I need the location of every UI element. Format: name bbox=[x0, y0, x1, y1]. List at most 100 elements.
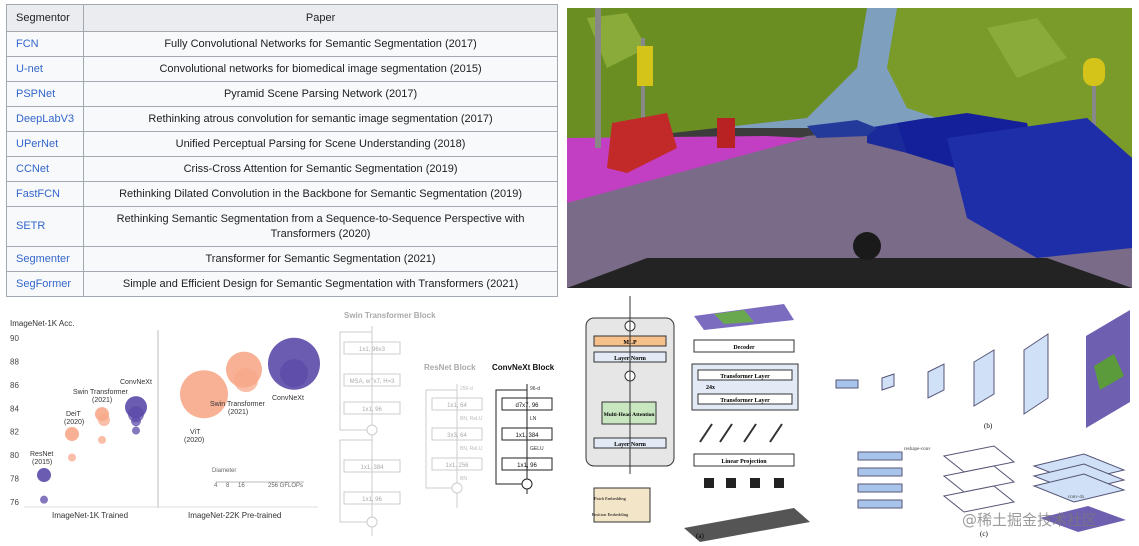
y-tick-label: 76 bbox=[10, 498, 19, 507]
feature-block bbox=[857, 499, 903, 509]
watermark: @稀土掘金技术社区 bbox=[962, 511, 1098, 529]
caption-c: (c) bbox=[980, 530, 988, 538]
decoder-variants-diagram: (b) reshape-conv conv-4x (c) bbox=[835, 310, 1130, 538]
y-tick-label: 86 bbox=[10, 381, 19, 390]
segmentor-link[interactable]: DeepLabV3 bbox=[5, 106, 85, 132]
decoder-box bbox=[693, 339, 795, 353]
transformer-layer-box bbox=[697, 393, 793, 405]
label-vit: ViT(2020) bbox=[184, 429, 204, 444]
y-tick-label: 90 bbox=[10, 334, 19, 343]
street-scene-drawing bbox=[567, 8, 1132, 288]
reshape-conv-label: reshape-conv bbox=[904, 447, 931, 452]
bubble-point bbox=[234, 368, 258, 393]
position-embedding-label: Position Embedding bbox=[592, 512, 629, 517]
diameter-value: 16 bbox=[238, 483, 245, 489]
bubble-point bbox=[40, 495, 48, 504]
feature-block bbox=[857, 451, 903, 461]
segmentor-link[interactable]: SETR bbox=[5, 206, 85, 247]
header-paper: Paper bbox=[83, 4, 558, 32]
paper-title: Pyramid Scene Parsing Network (2017) bbox=[83, 81, 558, 107]
bubble-marks bbox=[37, 337, 320, 504]
segmentor-link[interactable]: FCN bbox=[5, 31, 85, 57]
y-tick-label: 78 bbox=[10, 475, 19, 484]
resnet-dim-label: 256-d bbox=[460, 386, 473, 392]
convnext-act-label: GELU bbox=[530, 446, 544, 452]
label-swin-22k: Swin Transformer(2021) bbox=[210, 401, 266, 416]
paper-title: Unified Perceptual Parsing for Scene Und… bbox=[83, 131, 558, 157]
paper-title: Convolutional networks for biomedical im… bbox=[83, 56, 558, 82]
bubble-point bbox=[180, 370, 228, 419]
group-label-22k: ImageNet-22K Pre-trained bbox=[188, 511, 281, 520]
bubble-point bbox=[68, 453, 76, 462]
feature-block bbox=[857, 467, 903, 477]
segmentor-link[interactable]: SegFormer bbox=[5, 271, 85, 297]
bubble-point bbox=[280, 359, 308, 388]
diameter-value: 4 bbox=[214, 483, 218, 489]
y-tick-label: 88 bbox=[10, 357, 19, 366]
paper-title: Transformer for Semantic Segmentation (2… bbox=[83, 246, 558, 272]
segmentor-link[interactable]: UPerNet bbox=[5, 131, 85, 157]
segmentor-link[interactable]: Segmenter bbox=[5, 246, 85, 272]
convnext-dim-label: 96-d bbox=[530, 386, 540, 392]
transformer-layer-box bbox=[697, 369, 793, 381]
paper-title: Rethinking Dilated Convolution in the Ba… bbox=[83, 181, 558, 207]
label-deit: DeiT(2020) bbox=[64, 411, 84, 426]
bubble-point bbox=[128, 406, 144, 423]
block-comparison-diagram: Swin Transformer Block ResNet Block Conv… bbox=[339, 311, 555, 536]
street-segmentation-image bbox=[567, 8, 1132, 288]
paper-title: Rethinking atrous convolution for semant… bbox=[83, 106, 558, 132]
paper-title: Fully Convolutional Networks for Semanti… bbox=[83, 31, 558, 57]
multi-head-attention-box bbox=[601, 401, 657, 425]
bubble-point bbox=[131, 416, 141, 427]
linear-projection-box bbox=[693, 453, 795, 467]
label-swin-1k: Swin Transformer(2021) bbox=[73, 389, 129, 404]
segmentor-link[interactable]: PSPNet bbox=[5, 81, 85, 107]
paper-title: Rethinking Semantic Segmentation from a … bbox=[83, 206, 558, 247]
convnext-norm-label: LN bbox=[530, 416, 537, 422]
resnet-norm-label: BN bbox=[460, 476, 467, 482]
bubble-point bbox=[132, 426, 140, 435]
label-convnext-22k: ConvNeXt bbox=[272, 395, 304, 402]
repeat-count-label: 24x bbox=[706, 385, 715, 391]
transformer-layer-label: Transformer Layer bbox=[720, 374, 770, 380]
bubble-point bbox=[65, 427, 79, 442]
y-tick-label: 84 bbox=[10, 404, 19, 413]
label-resnet: ResNet(2015) bbox=[30, 451, 53, 466]
bubble-point bbox=[37, 468, 51, 483]
label-convnext-1k: ConvNeXt bbox=[120, 379, 152, 386]
setr-architecture-diagram: MLP Layer Norm Multi-Head Attention Laye… bbox=[585, 296, 810, 542]
embedding-legend-box bbox=[593, 487, 651, 523]
conv4x-label: conv-4x bbox=[1068, 495, 1085, 500]
multi-head-label: Multi-Head Attention bbox=[604, 412, 655, 418]
bubble-point bbox=[98, 435, 106, 444]
header-segmentor: Segmentor bbox=[5, 4, 85, 32]
transformer-layer-label: Transformer Layer bbox=[720, 398, 770, 404]
resnet-block-title: ResNet Block bbox=[424, 363, 476, 372]
segmentor-link[interactable]: U-net bbox=[5, 56, 85, 82]
decoder-label: Decoder bbox=[733, 345, 755, 351]
table-header-row: Segmentor Paper bbox=[5, 4, 558, 32]
diameter-value: 256 GFLOPs bbox=[268, 483, 303, 489]
patch-embedding-label: Patch Embedding bbox=[594, 496, 627, 501]
feature-block bbox=[857, 483, 903, 493]
swin-block-title: Swin Transformer Block bbox=[344, 311, 436, 320]
segmentor-link[interactable]: CCNet bbox=[5, 156, 85, 182]
input-image-grid bbox=[684, 508, 810, 542]
resnet-norm-label: BN, ReLU bbox=[460, 416, 483, 422]
diameter-legend: Diameter 4 8 16 256 GFLOPs bbox=[212, 468, 304, 489]
feature-block bbox=[835, 379, 859, 389]
convnext-block-title: ConvNeXt Block bbox=[492, 363, 555, 372]
segmentor-link[interactable]: FastFCN bbox=[5, 181, 85, 207]
